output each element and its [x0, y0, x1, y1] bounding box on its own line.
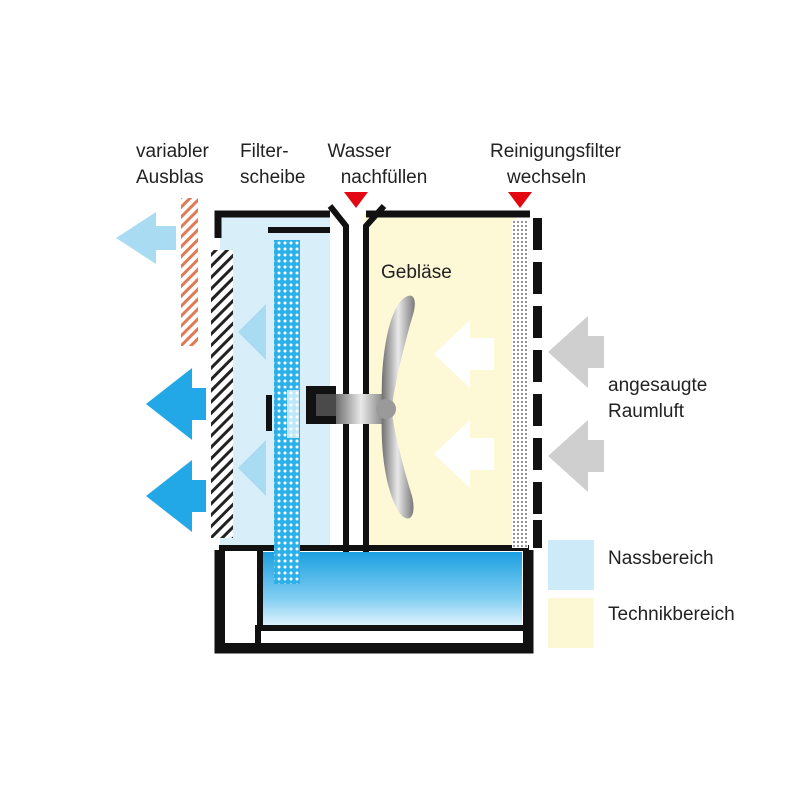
- label-reinigungsfilter: Reinigungsfilter wechseln: [490, 141, 626, 188]
- label-variabler-ausblas: variabler Ausblas: [136, 141, 214, 188]
- filter-hub: [266, 395, 272, 431]
- arrow-left-icon: [238, 304, 266, 360]
- airflow-arrows-wet: [238, 304, 266, 496]
- arrow-left-icon: [146, 460, 206, 532]
- fan-icon: [336, 295, 415, 519]
- down-triangle-marker-icon: [344, 192, 368, 208]
- arrow-left-icon: [146, 368, 206, 440]
- legend-swatch-technikbereich: [548, 598, 594, 648]
- legend-swatch-nassbereich: [548, 540, 594, 590]
- arrow-left-icon: [548, 316, 604, 388]
- outlet-grille: [211, 250, 233, 538]
- outlet-arrows: [146, 368, 206, 532]
- arrow-left-icon: [238, 440, 266, 496]
- arrow-left-icon: [434, 420, 494, 488]
- intake-arrows: [548, 316, 604, 492]
- label-wasser-nachfuellen: Wasser nachfüllen: [328, 141, 428, 188]
- label-filterscheibe: Filter- scheibe: [240, 141, 306, 188]
- arrow-left-icon: [434, 320, 494, 388]
- outlet-arrow-top: [116, 212, 176, 264]
- down-triangle-marker-icon: [508, 192, 532, 208]
- water: [262, 552, 522, 628]
- label-geblaese: Gebläse: [381, 262, 452, 283]
- legend: Nassbereich Technikbereich: [548, 540, 735, 648]
- water-fill-funnel: [327, 203, 387, 552]
- intake-louvers: [533, 218, 542, 548]
- label-angesaugte-raumluft: angesaugte Raumluft: [608, 375, 713, 422]
- tank-step: [219, 545, 263, 649]
- arrow-left-icon: [548, 420, 604, 492]
- legend-label-technikbereich: Technikbereich: [608, 604, 735, 625]
- cleaning-filter: [512, 220, 528, 548]
- legend-label-nassbereich: Nassbereich: [608, 548, 714, 569]
- airflow-arrows-tech: [434, 320, 494, 488]
- variable-louver: [181, 198, 198, 346]
